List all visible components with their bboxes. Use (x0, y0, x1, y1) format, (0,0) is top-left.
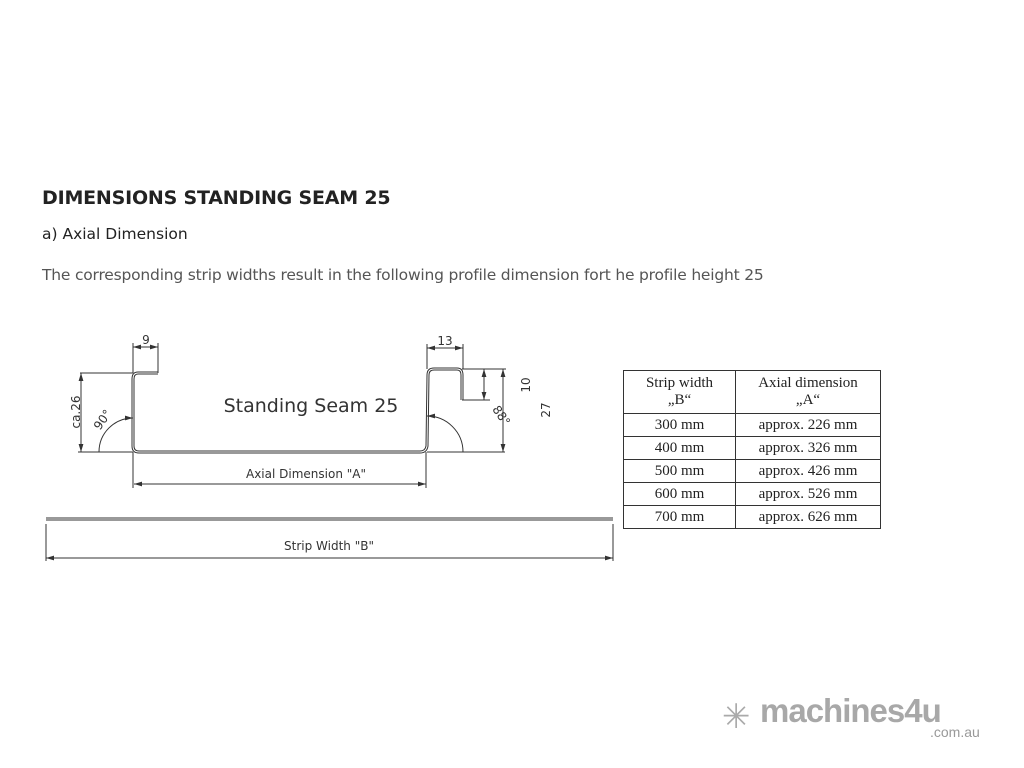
snowflake-logo-icon: ✳ (722, 697, 751, 737)
cell-strip-width: 400 mm (623, 436, 736, 460)
angle-right: 88° (489, 403, 513, 428)
section-subtitle: a) Axial Dimension (42, 225, 188, 243)
cell-axial-dimension: approx. 326 mm (735, 436, 881, 460)
dim-right-flange: 13 (437, 334, 452, 348)
dimension-table: Strip width„B“ Axial dimension„A“ 300 mm… (623, 370, 881, 529)
dim-height-left: ca.26 (69, 395, 83, 428)
header-text: Strip width (645, 375, 714, 391)
header-strip-width: Strip width„B“ (623, 370, 736, 414)
cell-axial-dimension: approx. 426 mm (735, 459, 881, 483)
logo-text: machines4u (760, 692, 942, 729)
header-text: Axial dimension (758, 375, 858, 391)
cell-axial-dimension: approx. 226 mm (735, 413, 881, 437)
dim-height-right: 27 (539, 402, 553, 417)
logo-domain: .com.au (930, 724, 980, 740)
cell-strip-width: 300 mm (623, 413, 736, 437)
strip-width-label: Strip Width "B" (284, 539, 374, 553)
dim-seam-drop: 10 (519, 377, 533, 392)
angle-left: 90° (91, 407, 115, 432)
cell-axial-dimension: approx. 626 mm (735, 505, 881, 529)
page-title: DIMENSIONS STANDING SEAM 25 (42, 187, 391, 209)
table-header-row: Strip width„B“ Axial dimension„A“ (623, 370, 881, 414)
drawing-title: Standing Seam 25 (224, 395, 399, 417)
description-text: The corresponding strip widths result in… (42, 266, 764, 284)
header-axial-dimension: Axial dimension„A“ (735, 370, 881, 414)
axial-dimension-label: Axial Dimension "A" (246, 467, 366, 481)
cell-axial-dimension: approx. 526 mm (735, 482, 881, 506)
header-text: „A“ (795, 392, 821, 408)
header-text: „B“ (667, 392, 692, 408)
dim-left-flange: 9 (142, 333, 150, 347)
cell-strip-width: 500 mm (623, 459, 736, 483)
cell-strip-width: 600 mm (623, 482, 736, 506)
cell-strip-width: 700 mm (623, 505, 736, 529)
